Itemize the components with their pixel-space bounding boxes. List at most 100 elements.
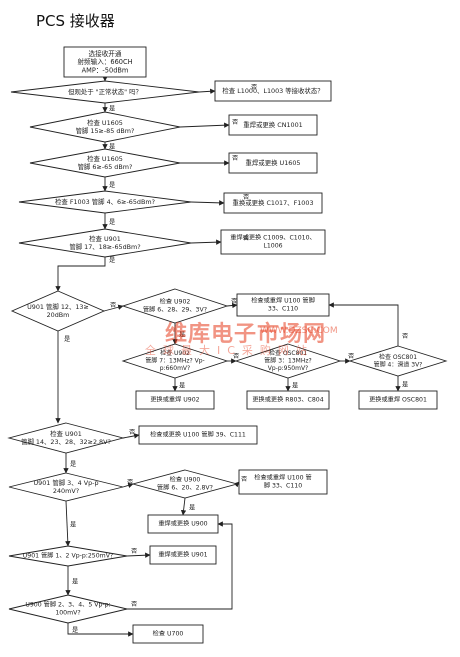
d1-diamond [10,80,200,104]
no-label: 否 [129,429,135,436]
a5-text: L1006 [263,242,282,249]
d10-diamond [348,345,448,377]
yes-label: 是 [70,461,76,468]
no-label: 否 [243,235,249,242]
yes-label: 是 [179,332,185,339]
no-label: 否 [402,333,408,340]
d16-diamond [8,594,128,624]
no-label: 否 [131,601,137,608]
no-label: 否 [110,302,116,309]
d11-text: 管脚 14、23、28、32≥2.8V? [21,437,111,446]
no-label: 否 [232,155,238,162]
yes-label: 是 [109,219,115,226]
connector-no [226,302,238,309]
d11-diamond [7,422,125,454]
no-label: 否 [251,84,257,91]
d7-text: 管脚 6、28、29、3V? [143,305,207,313]
d3-text: 管脚 6≥-65 dBm? [78,162,133,171]
d16-text: 100mV? [55,609,80,616]
connector-no [198,88,216,94]
d13-text: 检查 U900 [170,476,201,484]
d3-text: 检查 U1605 [87,154,123,163]
connector-no [328,302,399,346]
a13-text: 检查或重焊 U100 管 [254,474,311,482]
no-label: 否 [241,476,247,483]
a13-box [238,469,328,495]
d2-text: 检查 U1605 [87,118,123,127]
a11-box [138,425,258,445]
connector-yes [67,623,134,637]
a4-box [223,192,323,214]
connector-yes [55,257,106,292]
connector-yes [180,497,187,516]
yes-label: 是 [70,522,76,529]
start-box [63,46,147,78]
d7-text: 检查 U902 [160,298,191,306]
no-label: 否 [232,119,238,126]
a16-text: 检查 U700 [153,630,184,638]
connector-no [103,304,124,312]
d9-text: 检查 OSC801 [269,349,307,357]
d4-diamond [18,190,192,214]
d9-text: 管脚 3：13MHz? [264,357,311,365]
a7-text: 检查或重焊 U100 管脚 [251,297,315,305]
page-title: PCS 接收器 [36,12,115,30]
d8-diamond [121,343,229,379]
d12-diamond [8,472,124,502]
d13-text: 管脚 6、20、2.8V? [157,483,213,491]
a1-text: 检查 L1000、L1003 等接收状态？ [222,86,323,95]
a15-text: 重焊或更换 U901 [158,551,207,559]
a1-box [214,80,332,102]
connector-no [190,239,222,245]
no-label: 否 [348,353,354,360]
d15-diamond [8,545,128,567]
d12-text: 240mV? [53,487,79,495]
yes-label: 是 [179,383,185,390]
a10-text: 更换或重焊 OSC801 [369,396,427,404]
yes-label: 是 [292,383,298,390]
d6-text: U901 管脚 12、13≥ [27,302,89,311]
a7-text: 33、C110 [268,305,298,312]
d8-text: 检查 U902 [160,349,190,357]
yes-label: 是 [109,144,115,151]
yes-label: 是 [189,505,195,512]
a3-box [228,152,318,174]
yes-label: 是 [72,627,78,634]
no-label: 否 [127,479,133,486]
d8-text: p:660mV? [160,365,190,372]
connector-yes [65,500,71,547]
d1-text: 但观处于 "正常状态" 吗？ [68,87,142,96]
connector-no [126,552,151,558]
d15-text: U901 管脚 1、2 Vp-p:250mV? [23,552,113,560]
d5-diamond [18,228,192,258]
yes-label: 是 [109,257,115,264]
yes-label: 是 [109,106,115,113]
a9-text: 更换或更换 R803、C804 [252,396,323,404]
connector-no [179,122,230,128]
d9-text: Vp-p:950mV? [268,365,309,372]
a3-text: 重焊或更换 U1605 [246,158,301,167]
d2-diamond [29,111,181,143]
connector-no [127,521,233,610]
d2-text: 管脚 15≥-85 dBm? [76,126,135,135]
a10-box [358,390,438,410]
no-label: 否 [231,298,237,305]
d8-text: 管脚 7：13MHz? Vp- [145,357,204,365]
connector-no [190,200,225,206]
d12-text: U901 管脚 3、4 Vp-p [33,478,98,487]
a13-text: 脚 33、C110 [264,481,302,489]
d9-diamond [234,343,342,379]
a14-text: 重焊或更换 U900 [158,520,207,528]
d6-diamond [10,290,106,332]
d10-text: 检查 OSC801 [379,353,417,361]
d5-text: 管脚 17、18≥-65dBm? [69,242,140,251]
connector-no [122,482,134,488]
start-text: 射频输入：660CH [77,57,132,66]
d10-text: 管脚 4：滑道 3V? [374,360,423,368]
yes-label: 是 [109,182,115,189]
a15-box [149,545,217,565]
start-text: AMP：-50dBm [82,66,129,74]
d5-text: 检查 U901 [89,234,121,243]
no-label: 否 [131,548,137,555]
